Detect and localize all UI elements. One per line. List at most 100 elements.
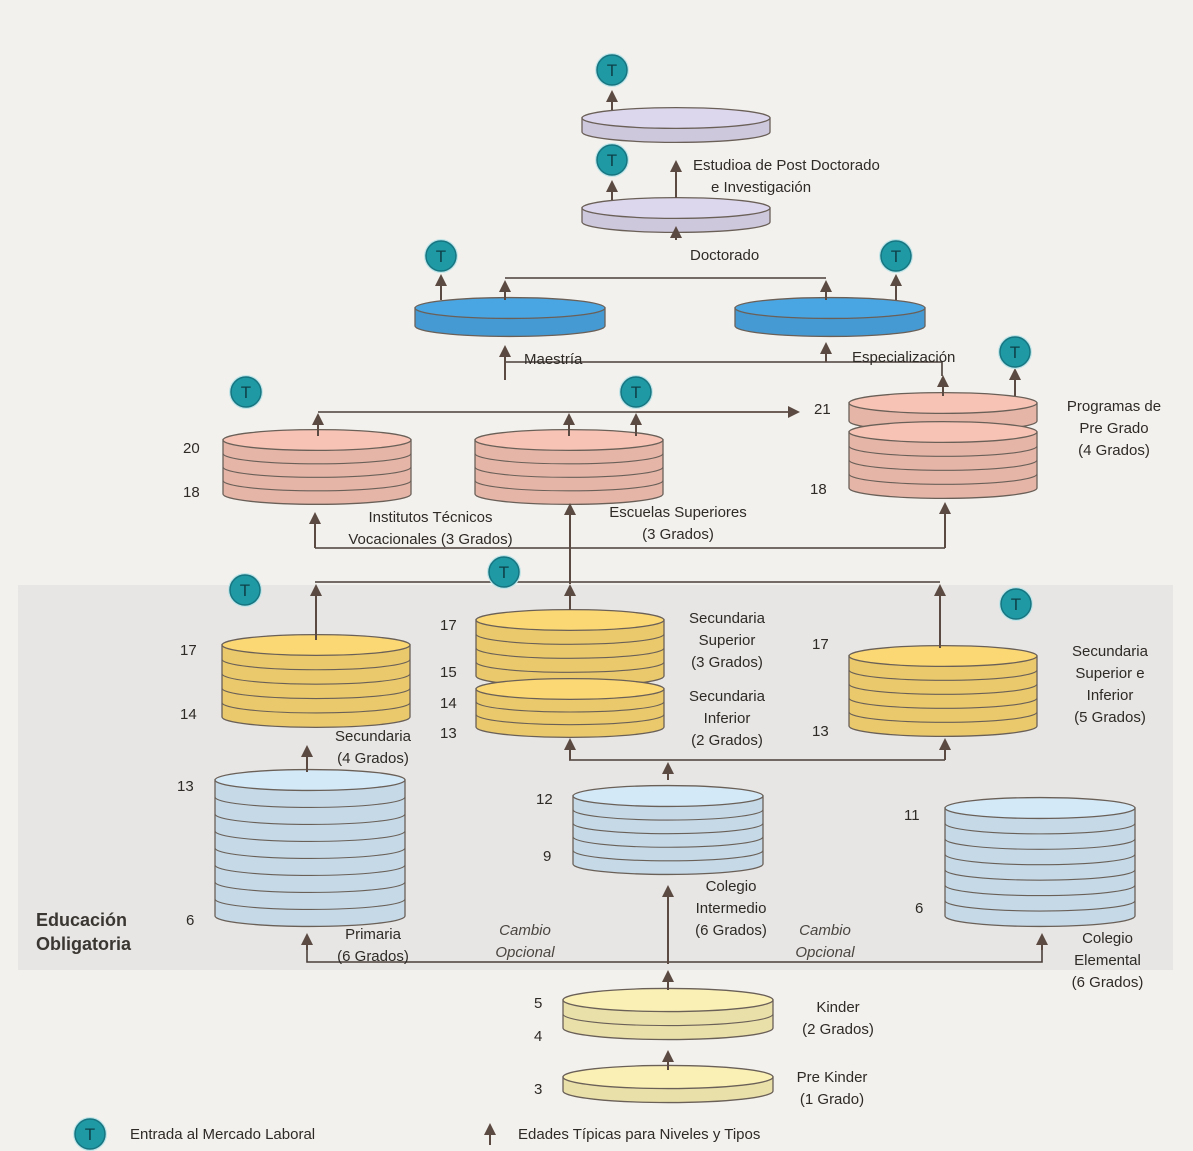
legend-badge-label: Entrada al Mercado Laboral <box>130 1126 316 1143</box>
t-badge-icon: T <box>73 1117 107 1151</box>
escuelas-cylinder <box>474 429 664 505</box>
arrow-head <box>670 226 682 238</box>
t-badge-icon: T <box>229 375 263 409</box>
svg-text:T: T <box>631 383 641 402</box>
especializacion-disc <box>734 296 926 338</box>
arrow-head <box>310 584 322 596</box>
maestria-label: Maestría <box>524 351 583 368</box>
secundaria-5-cylinder <box>848 645 1038 737</box>
age-label: 4 <box>534 1028 543 1045</box>
legend-arrow-icon-head <box>484 1123 496 1135</box>
age-label: 6 <box>915 900 924 917</box>
age-label: 17 <box>812 636 829 653</box>
svg-text:T: T <box>240 581 250 600</box>
postdoc-disc-top <box>581 107 771 143</box>
cambio-opcional-line <box>306 950 1043 963</box>
arrow-head <box>564 738 576 750</box>
especializacion-label: Especialización <box>852 349 956 366</box>
age-label: 17 <box>180 642 197 659</box>
t-badge-icon: T <box>998 335 1032 369</box>
age-label: 20 <box>183 440 200 457</box>
svg-text:T: T <box>1010 343 1020 362</box>
t-badge-icon: T <box>619 375 653 409</box>
svg-text:T: T <box>607 61 617 80</box>
age-label: 14 <box>440 695 457 712</box>
age-label: 13 <box>440 725 457 742</box>
kinder-cylinder <box>562 987 774 1041</box>
elemental-cylinder <box>944 796 1136 928</box>
arrow-head <box>435 274 447 286</box>
arrow-head <box>606 90 618 102</box>
svg-text:T: T <box>436 247 446 266</box>
secundaria-inferior-cylinder <box>475 678 665 738</box>
t-badge-icon: T <box>595 143 629 177</box>
age-label: 21 <box>814 401 831 418</box>
t-badge-icon: T <box>228 573 262 607</box>
kinder-label: Kinder(2 Grados) <box>802 999 874 1038</box>
svg-text:T: T <box>499 563 509 582</box>
svg-text:T: T <box>1011 595 1021 614</box>
arrow-head <box>890 274 902 286</box>
arrow-head <box>301 933 313 945</box>
age-label: 18 <box>183 484 200 501</box>
svg-text:T: T <box>607 151 617 170</box>
intermedio-cylinder <box>572 784 764 876</box>
arrow-head <box>606 180 618 192</box>
pregrado-cylinder <box>848 421 1038 499</box>
age-label: 14 <box>180 706 197 723</box>
age-label: 13 <box>812 723 829 740</box>
prekinder-label: Pre Kinder(1 Grado) <box>796 1069 868 1108</box>
arrow-head <box>309 512 321 524</box>
age-label: 9 <box>543 848 552 865</box>
arrow-head <box>630 413 642 425</box>
arrow-head <box>1009 368 1021 380</box>
arrow-head <box>499 280 511 292</box>
arrow-head <box>1036 933 1048 945</box>
arrow-head <box>499 345 511 357</box>
arrow-head <box>820 280 832 292</box>
doctorado-label: Doctorado <box>690 247 760 264</box>
arrow-head <box>939 502 951 514</box>
arrow-head <box>937 375 949 387</box>
arrow-head <box>820 342 832 354</box>
legend-arrow-label: Edades Típicas para Niveles y Tipos <box>518 1126 761 1143</box>
secundaria-4-label: Secundaria(4 Grados) <box>335 728 411 767</box>
t-badge-icon: T <box>879 239 913 273</box>
t-badge-icon: T <box>999 587 1033 621</box>
t-badge-icon: T <box>595 53 629 87</box>
arrow-head <box>662 970 674 982</box>
postdoc-disc <box>581 197 771 233</box>
secundaria-superior-cylinder <box>475 609 665 687</box>
arrow-head <box>788 406 800 418</box>
arrow-head <box>662 762 674 774</box>
escuelas-label: Escuelas Superiores(3 Grados) <box>609 504 747 543</box>
svg-text:T: T <box>891 247 901 266</box>
age-label: 17 <box>440 617 457 634</box>
prekinder-cylinder <box>562 1064 774 1104</box>
age-label: 13 <box>177 778 194 795</box>
arrow-head <box>934 584 946 596</box>
age-label: 11 <box>904 807 920 824</box>
arrow-head <box>312 413 324 425</box>
arrow-head <box>662 1050 674 1062</box>
svg-text:T: T <box>85 1125 95 1144</box>
maestria-disc <box>414 296 606 338</box>
t-badge-icon: T <box>424 239 458 273</box>
age-label: 6 <box>186 912 195 929</box>
age-label: 5 <box>534 995 543 1012</box>
age-label: 12 <box>536 791 553 808</box>
age-label: 3 <box>534 1081 543 1098</box>
